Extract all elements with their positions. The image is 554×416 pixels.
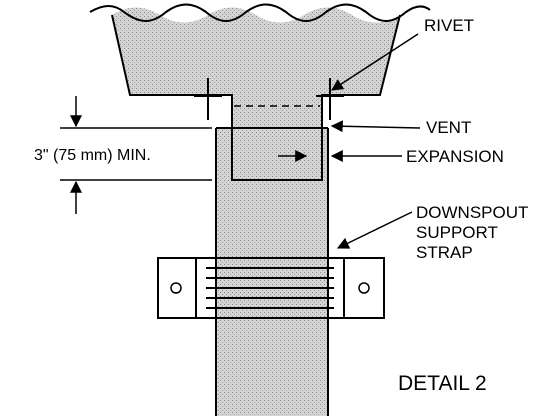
expansion-label: EXPANSION <box>406 147 504 166</box>
strap-label-line-1: DOWNSPOUT <box>416 203 528 222</box>
rivet-label: RIVET <box>424 16 474 35</box>
vent-leader <box>330 120 421 133</box>
outlet-tube <box>231 95 323 181</box>
strap-label-line-3: STRAP <box>416 243 473 262</box>
vent-label: VENT <box>426 118 471 137</box>
gutter-wave-edge <box>89 3 431 22</box>
strap-ridges <box>206 267 334 309</box>
rivet-leader <box>330 33 419 91</box>
detail-title: DETAIL 2 <box>398 372 487 395</box>
gutter-trough <box>112 7 400 128</box>
strap-leader <box>336 211 413 249</box>
support-strap <box>157 257 385 319</box>
rivet-left <box>194 78 222 120</box>
downspout-pipe <box>216 128 328 416</box>
strap-hole-left <box>170 282 182 294</box>
clearance-dimension <box>60 96 212 214</box>
rivet-right <box>316 78 344 120</box>
clearance-label: 3" (75 mm) MIN. <box>34 147 151 164</box>
strap-hole-right <box>358 282 370 294</box>
strap-label-line-2: SUPPORT <box>416 223 498 242</box>
